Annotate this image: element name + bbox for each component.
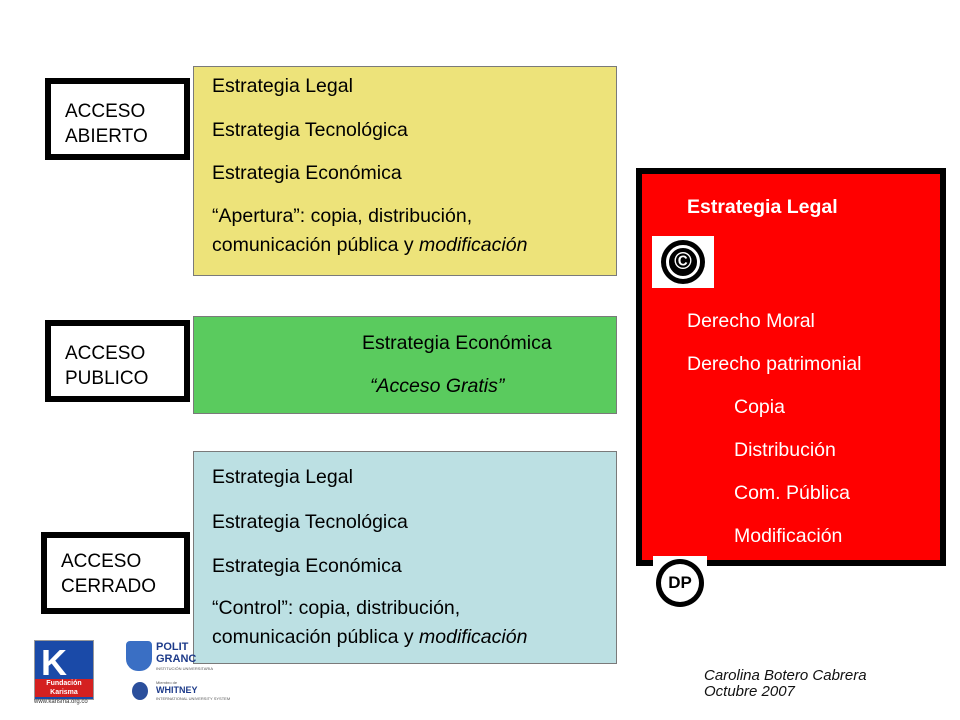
control-quote: “Control”: copia, distribución, [212, 597, 461, 619]
karisma-logo: K Fundación Karisma www.karisma.org.co [34, 640, 94, 708]
derecho-moral: Derecho Moral [687, 310, 815, 332]
copyright-icon: © [652, 236, 714, 288]
politecnico-logo: POLIT GRANC INSTITUCIÓN UNIVERSITARIA [126, 641, 254, 675]
legal-strategy-panel: Estrategia Legal Derecho Moral Derecho p… [636, 168, 946, 566]
karisma-url: www.karisma.org.co [34, 699, 88, 705]
whitney-name: WHITNEY [156, 685, 198, 695]
strategy-legal: Estrategia Legal [212, 75, 353, 97]
dp-icon: DP [653, 556, 707, 610]
legal-strategy-inner: Estrategia Legal Derecho Moral Derecho p… [642, 174, 940, 560]
item-distribucion: Distribución [734, 439, 836, 461]
label-line-1: ACCESO [65, 101, 146, 122]
label-line-1: ACCESO [65, 343, 146, 364]
label-acceso-publico: ACCESO PUBLICO [45, 320, 190, 402]
politecnico-sub: INSTITUCIÓN UNIVERSITARIA [156, 666, 214, 671]
label-line-2: CERRADO [61, 576, 157, 597]
strategy-legal: Estrategia Legal [212, 466, 353, 488]
apertura-last-line: comunicación pública y modificación [212, 234, 527, 257]
item-modificacion: Modificación [734, 525, 843, 547]
derecho-patrimonial: Derecho patrimonial [687, 353, 862, 375]
strategy-economic: Estrategia Económica [212, 555, 402, 577]
control-last-line: comunicación pública y modificación [212, 626, 527, 649]
whitney-member: Miembro de [156, 680, 178, 685]
copyright-glyph: © [666, 245, 700, 279]
panel-acceso-publico: Estrategia Económica “Acceso Gratis” [193, 316, 617, 414]
label-line-2: PUBLICO [65, 368, 149, 389]
apertura-quote: “Apertura”: copia, distribución, [212, 205, 473, 227]
last-prefix: comunicación pública y [212, 626, 420, 648]
panel-acceso-abierto: Estrategia Legal Estrategia Tecnológica … [193, 66, 617, 276]
acceso-gratis: “Acceso Gratis” [370, 375, 505, 397]
last-emph: modificación [419, 234, 528, 256]
politecnico-line2: GRANC [156, 653, 197, 665]
dp-text: DP [661, 564, 699, 602]
presentation-date: Octubre 2007 [704, 683, 795, 700]
panel-acceso-cerrado: Estrategia Legal Estrategia Tecnológica … [193, 451, 617, 664]
strategy-tech: Estrategia Tecnológica [212, 511, 408, 533]
strategy-economic: Estrategia Económica [212, 162, 402, 184]
label-acceso-abierto: ACCESO ABIERTO [45, 78, 190, 160]
whitney-sub: INTERNATIONAL UNIVERSITY SYSTEM [156, 696, 231, 701]
legal-title: Estrategia Legal [687, 196, 838, 218]
last-emph: modificación [419, 626, 528, 648]
label-line-2: ABIERTO [65, 126, 148, 147]
label-acceso-cerrado: ACCESO CERRADO [41, 532, 190, 614]
strategy-economic: Estrategia Económica [362, 332, 552, 354]
last-prefix: comunicación pública y [212, 234, 420, 256]
strategy-tech: Estrategia Tecnológica [212, 119, 408, 141]
item-com-publica: Com. Pública [734, 482, 850, 504]
author-name: Carolina Botero Cabrera [704, 667, 867, 684]
author-signature: Carolina Botero Cabrera Octubre 2007 [704, 668, 867, 700]
item-copia: Copia [734, 396, 785, 418]
label-line-1: ACCESO [61, 551, 142, 572]
whitney-logo: Miembro de WHITNEY INTERNATIONAL UNIVERS… [132, 680, 256, 704]
politecnico-line1: POLIT [156, 641, 189, 653]
karisma-name: Fundación Karisma [35, 679, 93, 697]
